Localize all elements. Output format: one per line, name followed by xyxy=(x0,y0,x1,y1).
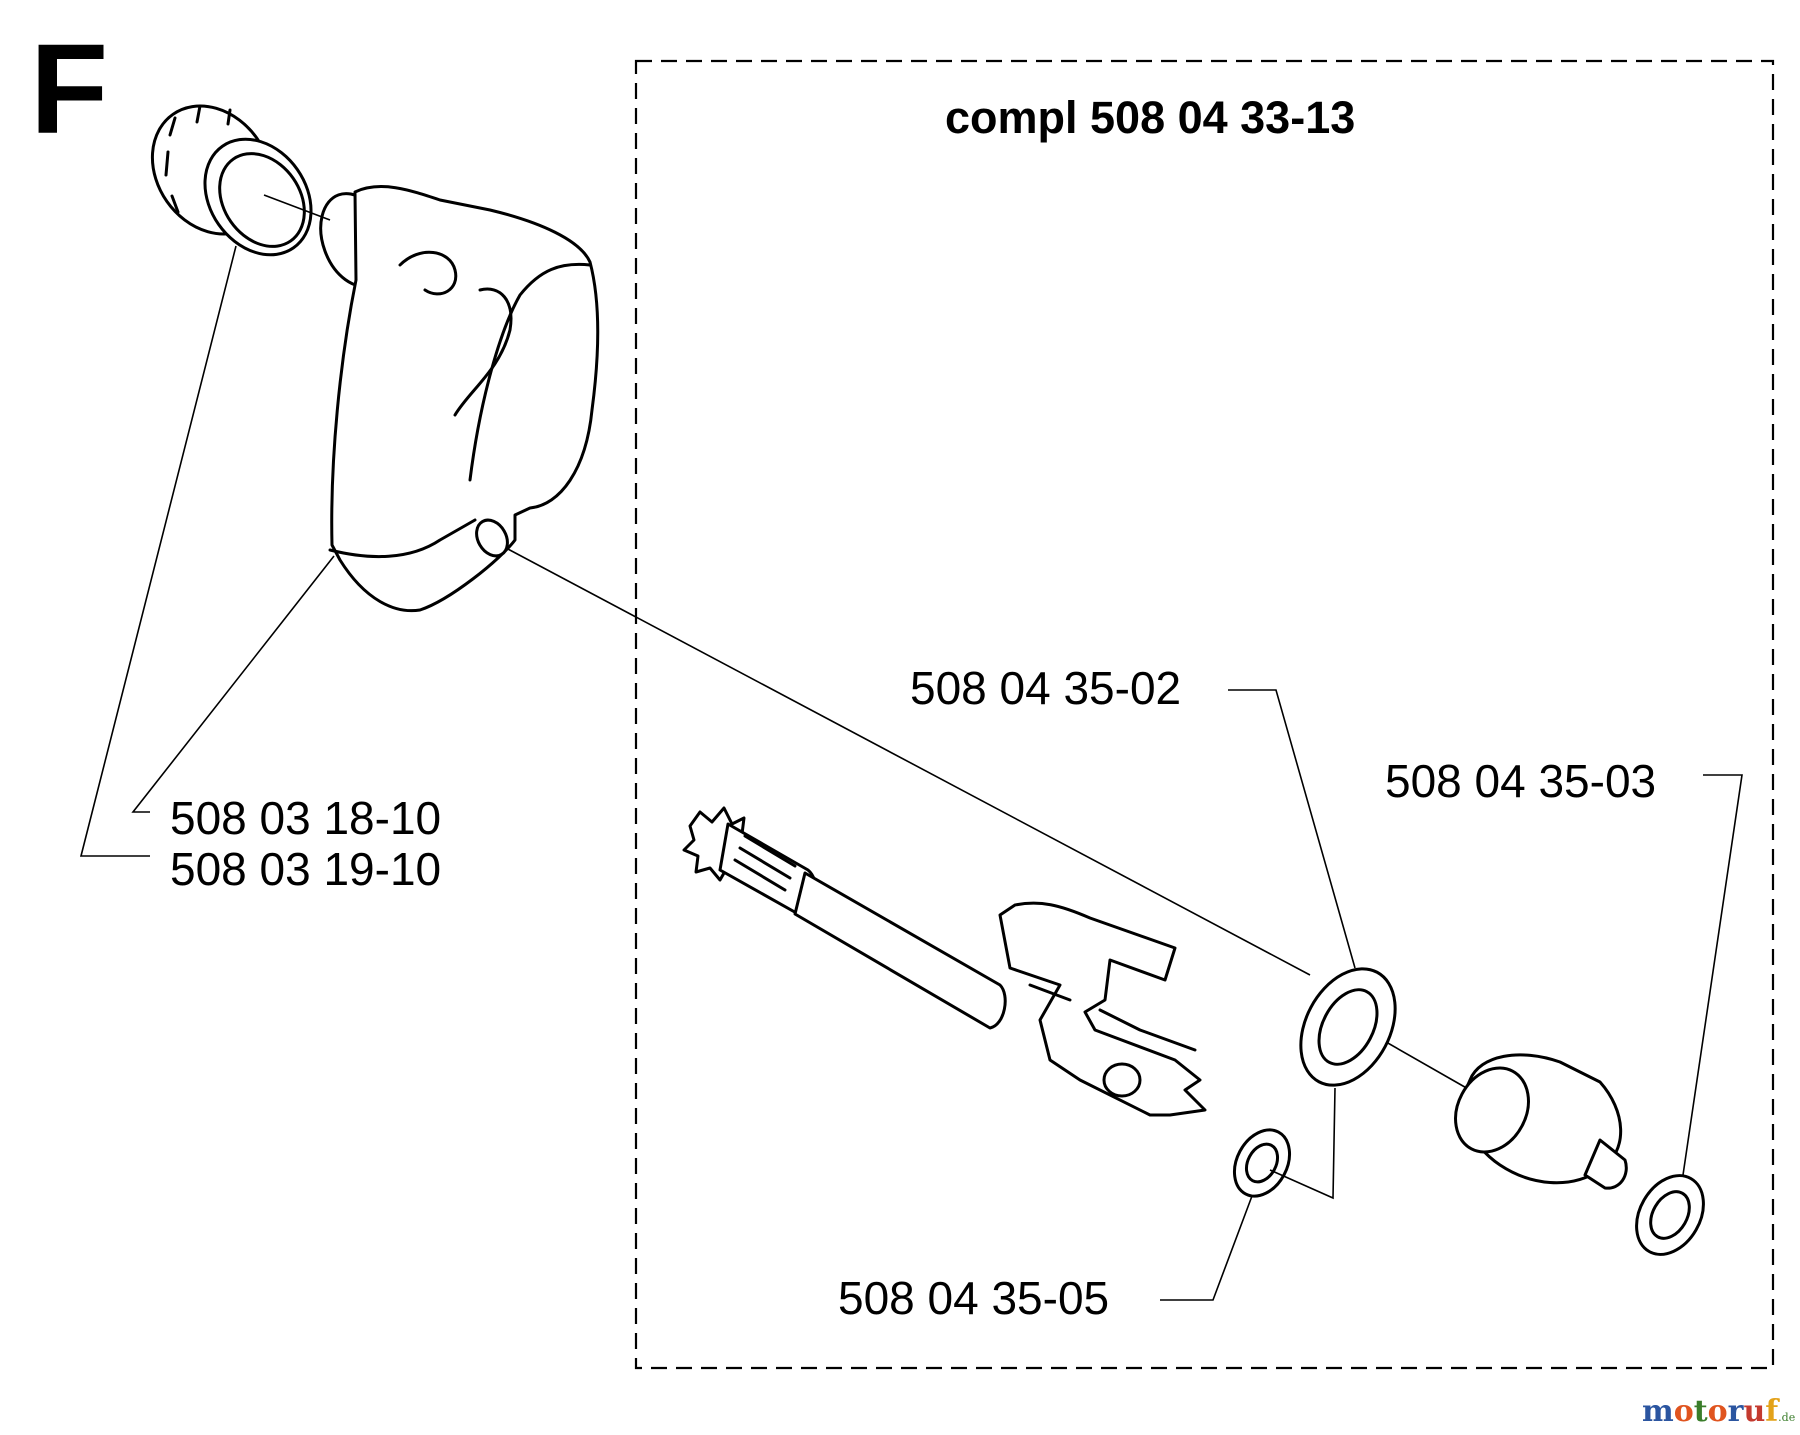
assembly-boundary xyxy=(634,59,1775,1370)
part-number-bar-nut: 508 03 18-10 xyxy=(170,792,442,844)
guide-plate-part xyxy=(319,185,600,613)
watermark-letter: u xyxy=(1743,1394,1766,1429)
leader-washer-small-right xyxy=(1682,774,1743,1176)
leader-washer-large-lower xyxy=(1269,1087,1336,1200)
washer-small-right-part xyxy=(1635,1174,1705,1256)
oil-pump-part xyxy=(998,901,1207,1117)
washer-small-left-part xyxy=(1232,1128,1292,1198)
watermark-letter: f xyxy=(1765,1394,1779,1429)
bar-nut-part xyxy=(150,104,313,257)
leader-washer-small-left xyxy=(1160,1195,1253,1301)
watermark-letter: o xyxy=(1707,1394,1728,1429)
watermark-letter: m xyxy=(1642,1394,1674,1429)
part-number-guide-plate: 508 03 19-10 xyxy=(170,843,442,895)
watermark-letter: r xyxy=(1727,1394,1744,1429)
pinion-shaft-part xyxy=(682,806,1007,1030)
washer-large-part xyxy=(1299,967,1397,1087)
watermark-suffix: .de xyxy=(1778,1411,1796,1424)
pump-plunger-part xyxy=(1454,1053,1628,1190)
leader-guide-plate xyxy=(131,555,335,813)
section-letter: F xyxy=(30,18,109,161)
watermark-letter: o xyxy=(1673,1394,1694,1429)
watermark-logo: motoruf.de xyxy=(1642,1394,1795,1429)
part-number-washer-small-left: 508 04 35-05 xyxy=(838,1272,1110,1324)
leader-washer-large xyxy=(1228,689,1356,969)
leader-bar-nut xyxy=(79,245,237,857)
assembly-part-number: compl 508 04 33-13 xyxy=(945,92,1356,143)
watermark-letters: motoruf xyxy=(1642,1394,1778,1429)
part-number-washer-large: 508 04 35-02 xyxy=(910,662,1182,714)
part-number-washer-small-right: 508 04 35-03 xyxy=(1385,755,1657,807)
watermark-letter: t xyxy=(1693,1394,1708,1429)
